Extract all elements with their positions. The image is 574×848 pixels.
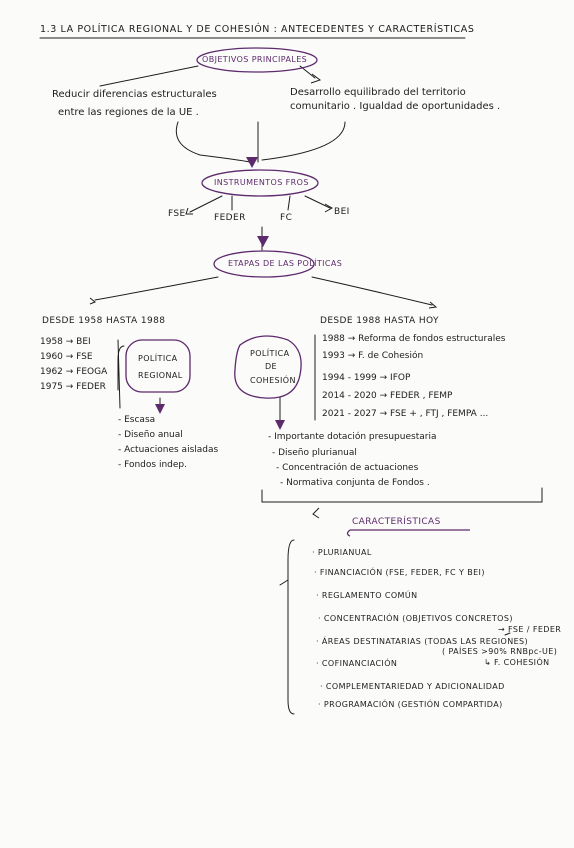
characteristic-item: · PROGRAMACIÓN (GESTIÓN COMPARTIDA) <box>318 700 503 709</box>
politica-cohesion-line1: POLÍTICA <box>250 349 290 358</box>
objective-right-line2: comunitario . Igualdad de oportunidades … <box>290 101 501 112</box>
right-timeline-item: 1993 → F. de Cohesión <box>322 351 424 361</box>
right-timeline-item: 2021 - 2027 → FSE + , FTJ , FEMPA ... <box>322 409 489 419</box>
characteristic-item: · COFINANCIACIÓN <box>316 659 398 668</box>
objective-left-line2: entre las regiones de la UE . <box>58 107 199 118</box>
right-timeline-item: 1994 - 1999 → IFOP <box>322 373 411 383</box>
characteristic-item: · FINANCIACIÓN (FSE, FEDER, FC Y BEI) <box>314 568 485 577</box>
page-title: 1.3 LA POLÍTICA REGIONAL Y DE COHESIÓN :… <box>40 24 475 35</box>
note-paises: ( PAÍSES >90% RNBpc-UE) <box>442 647 558 656</box>
characteristic-item: · ÁREAS DESTINATARIAS (TODAS LAS REGIONE… <box>316 637 529 646</box>
objective-right-line1: Desarrollo equilibrado del territorio <box>290 87 466 98</box>
stages-label: ETAPAS DE LAS POLÍTICAS <box>228 259 343 268</box>
right-feature: - Importante dotación presupuestaria <box>268 432 437 442</box>
characteristics-label: CARACTERÍSTICAS <box>352 517 441 527</box>
right-feature: - Diseño plurianual <box>272 448 357 458</box>
objectives-label: OBJETIVOS PRINCIPALES <box>202 55 308 64</box>
characteristic-item: · REGLAMENTO COMÚN <box>316 591 418 600</box>
politica-regional-line1: POLÍTICA <box>138 354 178 363</box>
politica-cohesion-line2: DE <box>265 362 278 371</box>
left-timeline-item: 1962 → FEOGA <box>40 367 108 377</box>
left-feature: - Actuaciones aisladas <box>118 445 219 455</box>
right-feature: - Concentración de actuaciones <box>276 463 419 473</box>
objective-left-line1: Reducir diferencias estructurales <box>52 89 217 100</box>
instrument-bei: BEI <box>334 207 350 217</box>
characteristic-item: · COMPLEMENTARIEDAD Y ADICIONALIDAD <box>320 682 505 691</box>
left-timeline-item: 1958 → BEI <box>40 337 91 347</box>
note-fse-feder: → FSE / FEDER <box>498 625 562 634</box>
left-timeline-item: 1975 → FEDER <box>40 382 106 392</box>
right-feature: - Normativa conjunta de Fondos . <box>280 478 430 488</box>
left-feature: - Escasa <box>118 415 156 425</box>
characteristic-item: · CONCENTRACIÓN (OBJETIVOS CONCRETOS) <box>318 614 513 623</box>
left-feature: - Diseño anual <box>118 430 183 440</box>
note-cohesion: ↳ F. COHESIÓN <box>484 658 550 667</box>
right-timeline-item: 2014 - 2020 → FEDER , FEMP <box>322 391 453 401</box>
instrument-fse: FSE <box>168 209 186 219</box>
right-stage-heading: DESDE 1988 HASTA HOY <box>320 316 439 326</box>
characteristic-item: · PLURIANUAL <box>312 548 372 557</box>
politica-cohesion-line3: COHESIÓN <box>250 376 296 385</box>
instrument-fc: FC <box>280 213 293 223</box>
instrument-feder: FEDER <box>214 213 246 223</box>
left-feature: - Fondos indep. <box>118 460 187 470</box>
instruments-label: INSTRUMENTOS FROS <box>214 178 309 187</box>
left-stage-heading: DESDE 1958 HASTA 1988 <box>42 316 166 326</box>
right-timeline-item: 1988 → Reforma de fondos estructurales <box>322 334 506 344</box>
left-timeline-item: 1960 → FSE <box>40 352 93 362</box>
politica-regional-line2: REGIONAL <box>138 371 183 380</box>
